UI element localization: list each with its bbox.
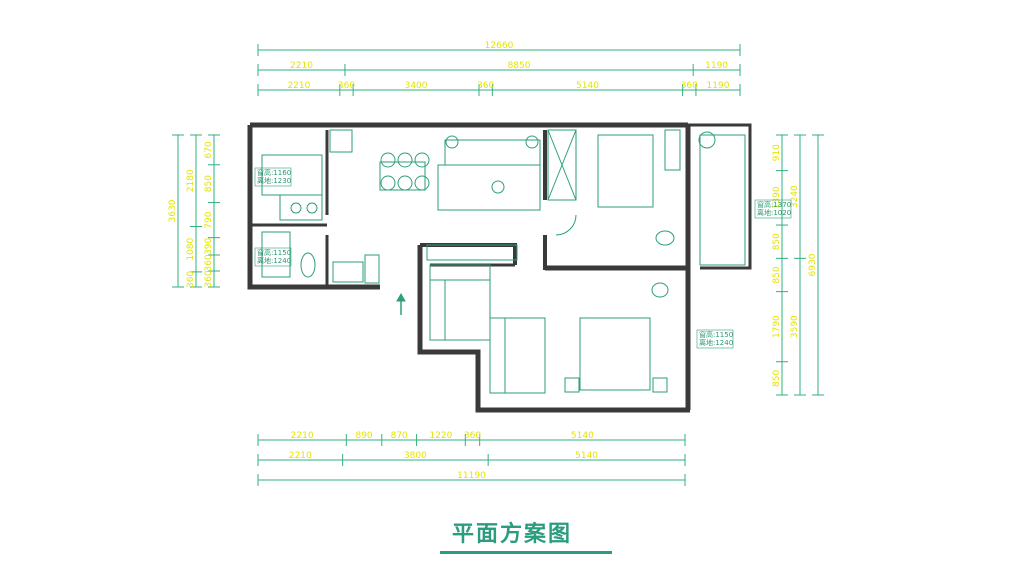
dim-bottom-row1-label: 890: [355, 431, 372, 441]
dim-right-row3-label: 910: [772, 144, 782, 161]
armchair: [445, 135, 459, 149]
window-tag: [696, 329, 734, 349]
dim-top-row3-label: 360: [338, 81, 355, 91]
dim-right-overall-label: 6930: [808, 253, 818, 276]
washing-machine: [698, 131, 716, 149]
dim-left-row3-label: 360: [204, 270, 214, 287]
dim-top-row3-label: 3400: [405, 81, 428, 91]
dim-top-row2-label: 1190: [705, 61, 728, 71]
window-sill-label: 离地:1020: [757, 208, 791, 217]
furniture: [261, 129, 746, 394]
window-height-label: 窗高:1150: [699, 330, 733, 339]
dim-bottom-row2-label: 5140: [575, 451, 598, 461]
walls: [247, 122, 752, 413]
dimension-lines: 12660 2210 8850 1190 2210 360 3400 360 5140 360 11…: [168, 41, 824, 486]
washbasin: [332, 261, 364, 283]
window-height-label: 窗高:1370: [757, 200, 791, 209]
window-sill-label: 离地:1240: [699, 338, 733, 347]
window-tag: [254, 167, 292, 187]
nightstand: [652, 377, 668, 393]
dim-top-row3-label: 360: [681, 81, 698, 91]
balcony-rail: [699, 134, 746, 266]
wardrobe: [429, 264, 491, 341]
toilet: [300, 252, 316, 278]
door: [555, 214, 577, 236]
shower: [261, 231, 291, 278]
dim-bottom-row1-label: 2210: [291, 431, 314, 441]
dim-bottom-row2-label: 3800: [404, 451, 427, 461]
dim-right-row3-label: 1390: [772, 186, 782, 209]
dining-chair: [414, 175, 430, 191]
window-tag: [254, 247, 292, 267]
plant: [491, 180, 505, 194]
dining-chair: [397, 175, 413, 191]
desk: [664, 129, 681, 171]
dim-bottom-row1-label: 360: [464, 431, 481, 441]
armchair: [525, 135, 539, 149]
dining-chair: [397, 152, 413, 168]
dim-bottom-overall-label: 11190: [457, 471, 486, 481]
page-title: 平面方案图: [451, 522, 572, 547]
dim-left-row2-label: 360: [186, 271, 196, 288]
corridor-wall: [420, 243, 517, 265]
balcony-wall: [688, 123, 752, 270]
stove-burner: [306, 202, 318, 214]
dim-top-row2-label: 2210: [290, 61, 313, 71]
dim-left-row2-label: 2180: [186, 169, 196, 192]
dim-top-overall-label: 12660: [485, 41, 514, 51]
cabinet: [547, 129, 577, 201]
washer: [364, 254, 380, 284]
dim-right-row2-label: 3240: [790, 185, 800, 208]
dim-right-row3-label: 850: [772, 266, 782, 283]
fridge: [329, 129, 353, 153]
dim-left-row3-label: 360: [204, 254, 214, 271]
nightstand: [564, 377, 580, 393]
dim-bottom-row1-label: 1220: [429, 431, 452, 441]
entrance-arrow-icon: [396, 292, 406, 315]
walk-in-closet: [489, 317, 546, 394]
window-sill-label: 离地:1230: [257, 176, 291, 185]
window-sill-label: 离地:1240: [257, 256, 291, 265]
dim-top-row3-label: 5140: [576, 81, 599, 91]
dim-right-row3-label: 1790: [772, 315, 782, 338]
stove-burner: [290, 202, 302, 214]
bed: [579, 317, 651, 391]
dim-top-row3-label: 2210: [287, 81, 310, 91]
window-height-label: 窗高:1150: [257, 248, 291, 257]
dim-right-row3-label: 850: [772, 370, 782, 387]
chair: [651, 282, 669, 298]
dim-right-row3-label: 850: [772, 233, 782, 250]
kitchen-counter-2: [279, 194, 323, 221]
dim-bottom-row2-label: 2210: [289, 451, 312, 461]
dim-left-row3-label: 670: [204, 141, 214, 158]
dim-top-row3-label: 1190: [707, 81, 730, 91]
dim-bottom-row1-label: 870: [391, 431, 408, 441]
dining-chair: [414, 152, 430, 168]
dim-left-row2-label: 1080: [186, 237, 196, 260]
dim-right-row2-label: 3590: [790, 315, 800, 338]
dim-left-row3-label: 390: [204, 237, 214, 254]
dim-bottom-row1-label: 5140: [571, 431, 594, 441]
title-underline: [440, 551, 612, 554]
window-height-label: 窗高:1160: [257, 168, 291, 177]
dining-chair: [380, 152, 396, 168]
dim-left-row3-label: 850: [204, 175, 214, 192]
dim-top-row3-label: 360: [477, 81, 494, 91]
tv-cabinet: [426, 244, 518, 261]
outer-wall-west: [247, 125, 380, 290]
window-tags: 窗高:1160离地:1230窗高:1150离地:1240窗高:1370离地:10…: [254, 167, 792, 349]
dim-left-row3-label: 790: [204, 211, 214, 228]
dim-top-row2-label: 8850: [508, 61, 531, 71]
window-tag: [754, 199, 792, 219]
bed: [597, 134, 654, 208]
dim-left-overall-label: 3630: [168, 199, 178, 222]
coffee-table: [437, 164, 541, 211]
chair: [655, 230, 675, 246]
dining-chair: [380, 175, 396, 191]
outer-wall-lower: [417, 245, 690, 413]
